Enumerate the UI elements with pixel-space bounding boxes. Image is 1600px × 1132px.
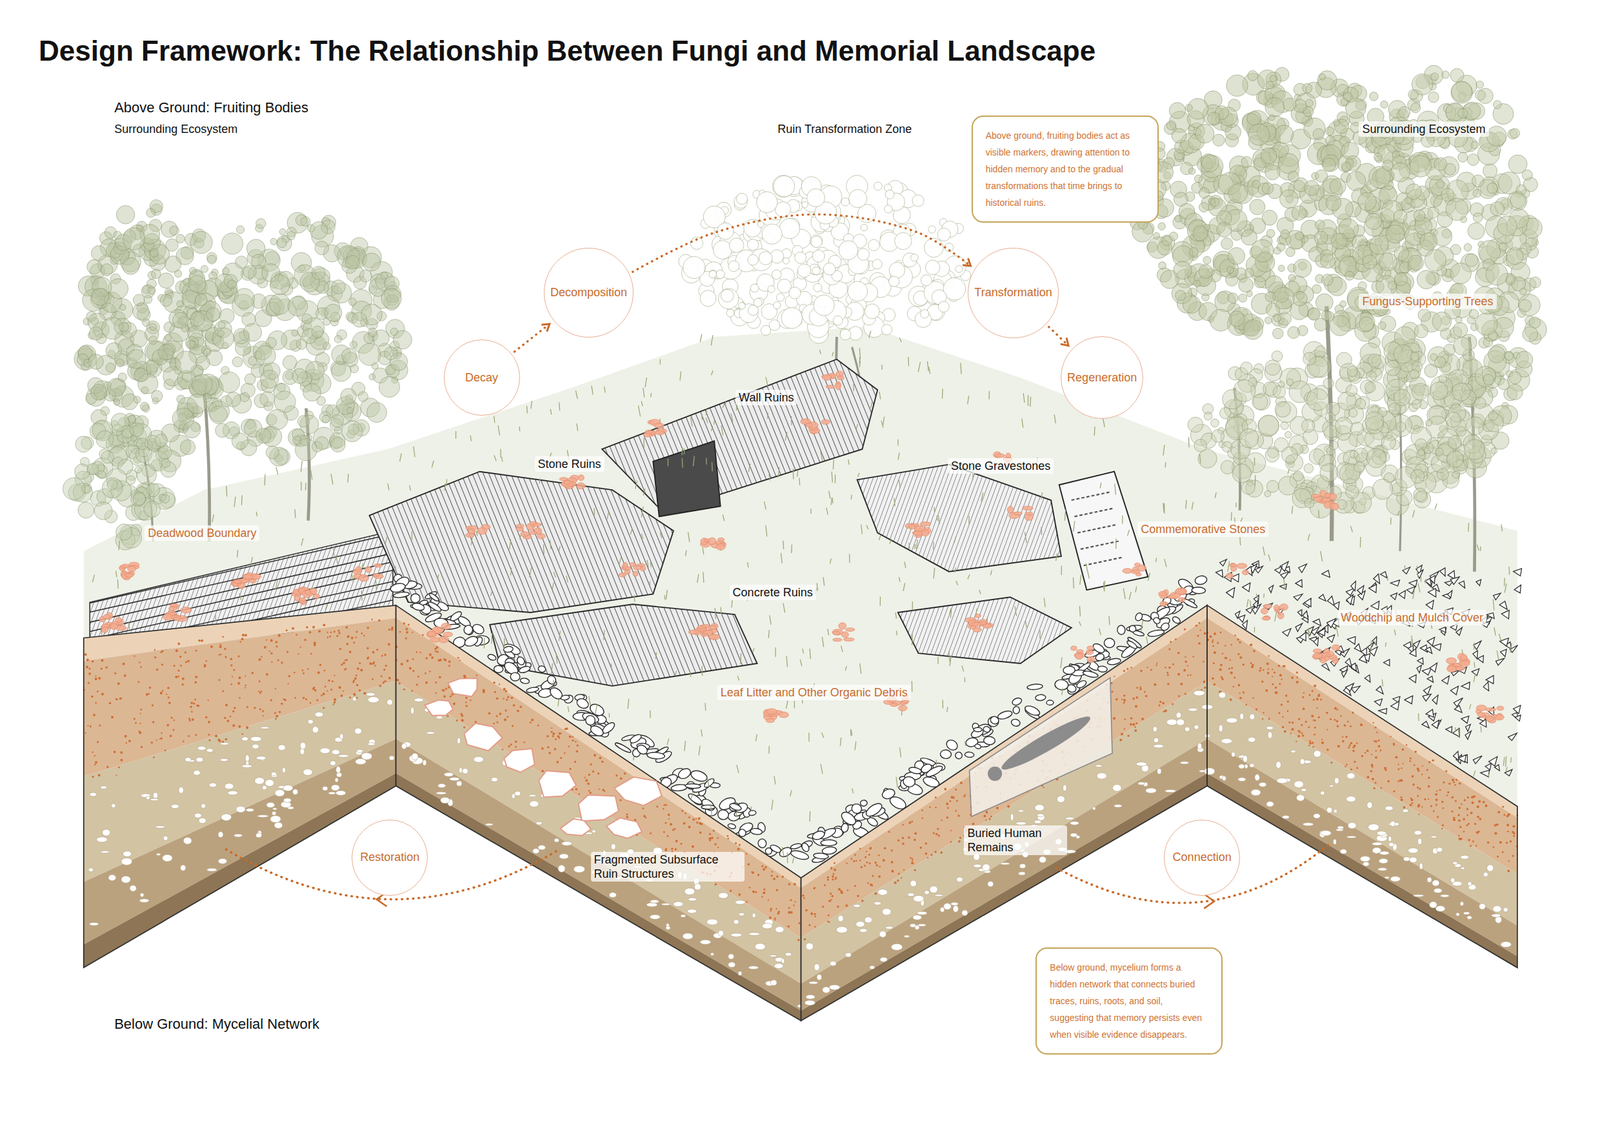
page: DecayDecompositionTransformationRegenera… xyxy=(0,0,1600,1132)
